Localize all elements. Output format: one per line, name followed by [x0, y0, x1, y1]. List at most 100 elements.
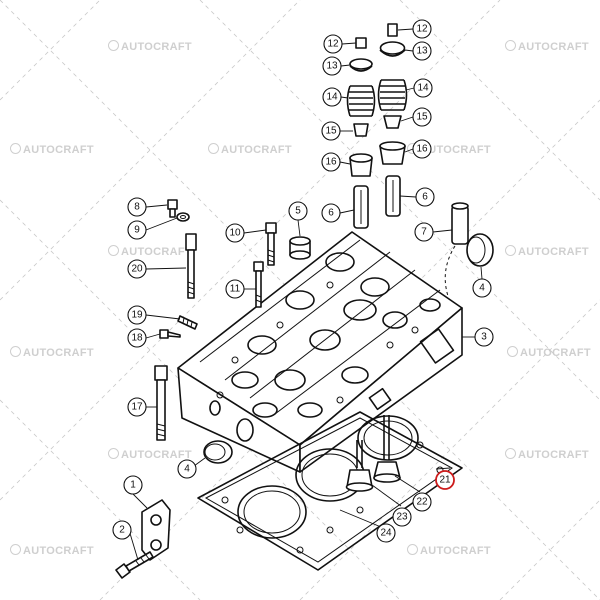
- stud: [177, 315, 198, 330]
- svg-text:17: 17: [131, 402, 143, 413]
- svg-text:13: 13: [326, 61, 338, 72]
- injector-sleeve: [444, 202, 494, 297]
- svg-text:21: 21: [439, 475, 451, 486]
- watermark-logo-icon: [208, 143, 219, 154]
- head-bolt-17: [154, 365, 168, 441]
- svg-text:11: 11: [230, 284, 241, 295]
- callout-11[interactable]: 11: [225, 279, 245, 299]
- sealing-ring: [203, 440, 233, 464]
- callout-19[interactable]: 19: [127, 305, 147, 325]
- svg-text:7: 7: [421, 227, 427, 238]
- svg-text:4: 4: [479, 283, 485, 294]
- callout-16[interactable]: 16: [321, 152, 341, 172]
- callout-4[interactable]: 4: [472, 278, 492, 298]
- callout-1[interactable]: 1: [123, 475, 143, 495]
- watermark-logo-icon: [505, 40, 516, 51]
- svg-text:14: 14: [326, 92, 338, 103]
- svg-text:22: 22: [416, 497, 428, 508]
- svg-text:13: 13: [416, 46, 428, 57]
- svg-text:12: 12: [416, 24, 428, 35]
- head-bolt-short: [253, 261, 264, 308]
- callout-7[interactable]: 7: [414, 222, 434, 242]
- svg-text:18: 18: [131, 333, 143, 344]
- svg-text:4: 4: [184, 464, 190, 475]
- callout-15[interactable]: 15: [321, 121, 341, 141]
- svg-text:23: 23: [396, 512, 408, 523]
- svg-text:10: 10: [229, 228, 241, 239]
- svg-text:2: 2: [119, 525, 125, 536]
- callout-23[interactable]: 23: [392, 507, 412, 527]
- callout-21-highlighted[interactable]: 21: [435, 470, 455, 490]
- svg-text:20: 20: [131, 264, 143, 275]
- watermark: AUTOCRAFT: [505, 40, 589, 53]
- watermark-logo-icon: [505, 245, 516, 256]
- svg-text:16: 16: [416, 144, 428, 155]
- callout-15[interactable]: 15: [412, 107, 432, 127]
- callout-6[interactable]: 6: [321, 203, 341, 223]
- callout-17[interactable]: 17: [127, 397, 147, 417]
- watermark-logo-icon: [505, 448, 516, 459]
- leader-lines: [128, 28, 483, 561]
- watermark-logo-icon: [108, 40, 119, 51]
- svg-text:6: 6: [422, 192, 428, 203]
- cup-plug: [289, 236, 311, 260]
- watermark: AUTOCRAFT: [108, 245, 192, 258]
- head-gasket: [197, 411, 463, 571]
- callout-24[interactable]: 24: [376, 523, 396, 543]
- callout-16[interactable]: 16: [412, 139, 432, 159]
- watermark: AUTOCRAFT: [407, 544, 491, 557]
- head-bolt-long: [265, 222, 277, 266]
- watermark-logo-icon: [108, 245, 119, 256]
- svg-text:24: 24: [380, 528, 392, 539]
- callout-22[interactable]: 22: [412, 492, 432, 512]
- svg-text:3: 3: [481, 332, 487, 343]
- callout-13[interactable]: 13: [412, 41, 432, 61]
- svg-text:5: 5: [295, 206, 301, 217]
- watermark-logo-icon: [407, 544, 418, 555]
- cylinder-head: [177, 231, 463, 473]
- callout-12[interactable]: 12: [323, 34, 343, 54]
- callouts: 12 12 13 13 14 14 15 15 16 16 8 9 5 6 6 …: [112, 19, 494, 543]
- callout-6[interactable]: 6: [415, 187, 435, 207]
- callout-12[interactable]: 12: [412, 19, 432, 39]
- watermark: AUTOCRAFT: [10, 544, 94, 557]
- small-bolt-and-washer: [167, 199, 190, 222]
- svg-text:14: 14: [417, 83, 429, 94]
- watermark: AUTOCRAFT: [505, 245, 589, 258]
- callout-14[interactable]: 14: [322, 87, 342, 107]
- callout-8[interactable]: 8: [127, 197, 147, 217]
- svg-text:19: 19: [131, 310, 143, 321]
- watermark: AUTOCRAFT: [108, 40, 192, 53]
- callout-5[interactable]: 5: [288, 201, 308, 221]
- callout-14[interactable]: 14: [413, 78, 433, 98]
- watermark: AUTOCRAFT: [505, 448, 589, 461]
- watermark-logo-icon: [10, 346, 21, 357]
- callout-13[interactable]: 13: [322, 56, 342, 76]
- bracket-bolt: [115, 551, 154, 579]
- screw: [159, 329, 181, 339]
- callout-4[interactable]: 4: [177, 459, 197, 479]
- watermark-logo-icon: [108, 448, 119, 459]
- svg-text:16: 16: [325, 157, 337, 168]
- watermark: AUTOCRAFT: [208, 143, 292, 156]
- callout-3[interactable]: 3: [474, 327, 494, 347]
- svg-text:15: 15: [416, 112, 428, 123]
- watermark: AUTOCRAFT: [10, 346, 94, 359]
- callout-18[interactable]: 18: [127, 328, 147, 348]
- svg-text:9: 9: [134, 225, 140, 236]
- callout-2[interactable]: 2: [112, 520, 132, 540]
- watermark-logo-icon: [10, 544, 21, 555]
- svg-text:8: 8: [134, 202, 140, 213]
- callout-20[interactable]: 20: [127, 259, 147, 279]
- watermark: AUTOCRAFT: [108, 448, 192, 461]
- watermark: AUTOCRAFT: [10, 143, 94, 156]
- left-valve-train-stack: [346, 37, 376, 229]
- callout-9[interactable]: 9: [127, 220, 147, 240]
- lifting-bracket: [141, 499, 171, 561]
- valves: [345, 415, 401, 492]
- watermark-logo-icon: [10, 143, 21, 154]
- callout-10[interactable]: 10: [225, 223, 245, 243]
- svg-text:6: 6: [328, 208, 334, 219]
- watermark: AUTOCRAFT: [507, 346, 591, 359]
